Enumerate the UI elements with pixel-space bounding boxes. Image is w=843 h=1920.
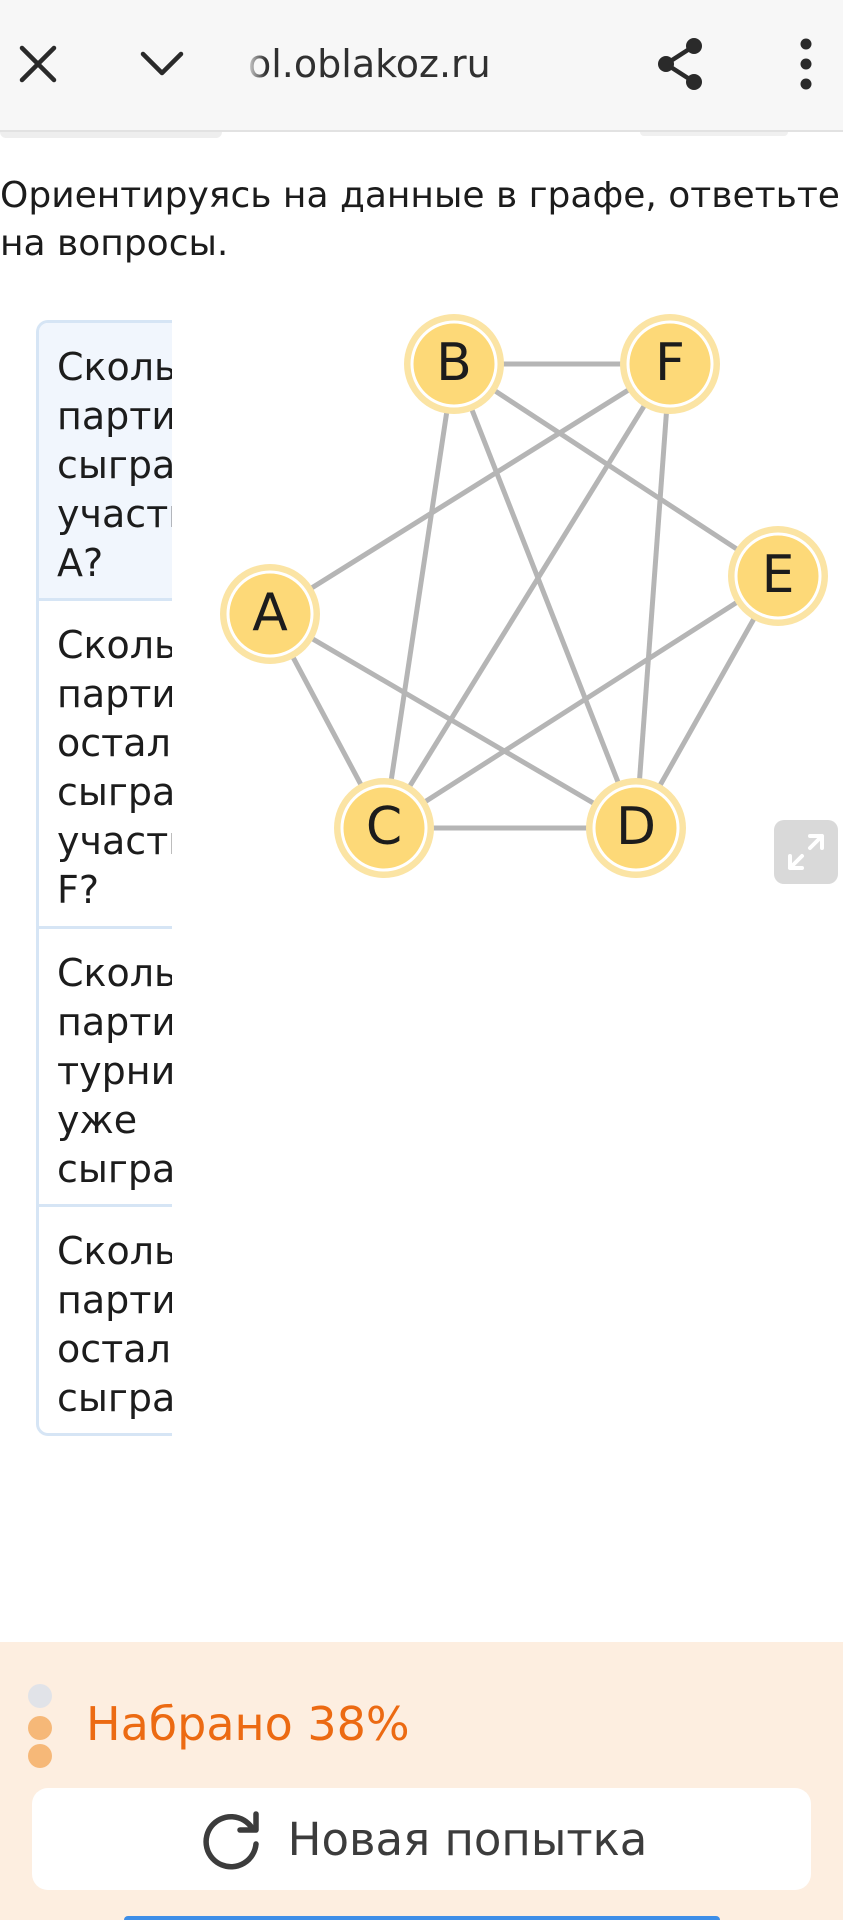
- prompt-line: на вопросы.: [0, 223, 229, 264]
- graph-edge-B-E: [452, 361, 780, 579]
- node-label: C: [366, 797, 402, 857]
- url-fade: [244, 34, 266, 94]
- question-text: Сколь: [57, 951, 172, 995]
- question-text: участн: [57, 492, 172, 536]
- question-text: Сколь: [57, 345, 172, 389]
- question-text: участн: [57, 819, 172, 863]
- tab-edge-right: [640, 132, 788, 136]
- question-text: A?: [57, 541, 104, 585]
- question-text: остало: [57, 1327, 172, 1371]
- new-attempt-label: Новая попытка: [287, 1812, 648, 1866]
- node-circle: [226, 570, 314, 658]
- expand-button[interactable]: [774, 820, 838, 884]
- question-item-3[interactable]: Сколь парти турни уже сыгра: [39, 929, 172, 1204]
- node-label: D: [616, 797, 656, 857]
- node-label: F: [655, 333, 685, 393]
- graph-edge-C-E: [382, 573, 780, 831]
- browser-toolbar: ol.oblakoz.ru: [0, 0, 843, 132]
- refresh-icon: [203, 1811, 259, 1870]
- node-label: E: [762, 545, 795, 605]
- attempt-dot: [28, 1744, 52, 1768]
- graph-diagram: A B C D E F: [200, 300, 840, 900]
- graph-node-D: D: [586, 778, 686, 878]
- graph-node-B: B: [404, 314, 504, 414]
- graph-edge-F-C: [381, 362, 673, 830]
- prompt-line: Ориентируясь на данные в графе, ответьте: [0, 175, 840, 216]
- question-text: Сколь: [57, 623, 172, 667]
- graph-node-A: A: [220, 564, 320, 664]
- graph-node-C: C: [334, 778, 434, 878]
- node-circle: [340, 784, 428, 872]
- question-text: турни: [57, 1049, 172, 1093]
- question-item-4[interactable]: Сколь парти остало сыгра: [39, 1207, 172, 1433]
- tab-edge-left: [0, 132, 222, 138]
- question-text: сыгра: [57, 443, 172, 487]
- question-prompt: Ориентируясь на данные в графе, ответьте…: [0, 172, 843, 268]
- graph-node-E: E: [728, 526, 828, 626]
- node-circle: [626, 320, 714, 408]
- node-circle: [734, 532, 822, 620]
- attempt-dot: [28, 1716, 52, 1740]
- node-label: B: [436, 333, 472, 393]
- score-text: Набрано 38%: [86, 1697, 410, 1751]
- question-text: парти: [57, 672, 172, 716]
- divider: [39, 926, 172, 929]
- close-icon[interactable]: [0, 26, 76, 102]
- graph-edge-B-C: [381, 363, 457, 829]
- question-text: сыгра: [57, 770, 172, 814]
- graph-node-F: F: [620, 314, 720, 414]
- question-text: сыгра: [57, 1376, 172, 1420]
- share-icon[interactable]: [642, 26, 718, 102]
- graph-svg: A B C D E F: [220, 314, 828, 878]
- question-text: F?: [57, 868, 100, 912]
- url-text[interactable]: ol.oblakoz.ru: [248, 42, 491, 86]
- question-text: сыгра: [57, 1147, 172, 1191]
- question-item-1[interactable]: Сколь парти сыгра участн A?: [39, 323, 172, 598]
- node-circle: [592, 784, 680, 872]
- question-list: Сколь парти сыгра участн A? Сколь парти …: [36, 320, 172, 1436]
- attempt-dots: [28, 1684, 58, 1774]
- question-text: остало: [57, 721, 172, 765]
- divider: [39, 1204, 172, 1207]
- divider: [39, 598, 172, 601]
- more-vert-icon[interactable]: [768, 26, 843, 102]
- new-attempt-button[interactable]: Новая попытка: [32, 1788, 811, 1890]
- graph-edge-F-A: [268, 361, 672, 617]
- result-panel: Набрано 38% Новая попытка: [0, 1642, 843, 1920]
- question-item-2[interactable]: Сколь парти остало сыгра участн F?: [39, 601, 172, 926]
- graph-edge-B-D: [451, 363, 639, 829]
- question-text: парти: [57, 1000, 172, 1044]
- node-circle: [410, 320, 498, 408]
- question-text: Сколь: [57, 1229, 172, 1273]
- next-button-edge[interactable]: [124, 1916, 720, 1920]
- graph-edge-A-D: [268, 611, 638, 831]
- node-label: A: [252, 583, 288, 643]
- attempt-dot: [28, 1684, 52, 1708]
- graph-edge-F-D: [633, 363, 673, 829]
- question-text: уже: [57, 1098, 138, 1142]
- question-text: парти: [57, 1278, 172, 1322]
- expand-icon: [788, 834, 824, 870]
- chevron-down-icon[interactable]: [124, 26, 200, 102]
- question-text: парти: [57, 394, 172, 438]
